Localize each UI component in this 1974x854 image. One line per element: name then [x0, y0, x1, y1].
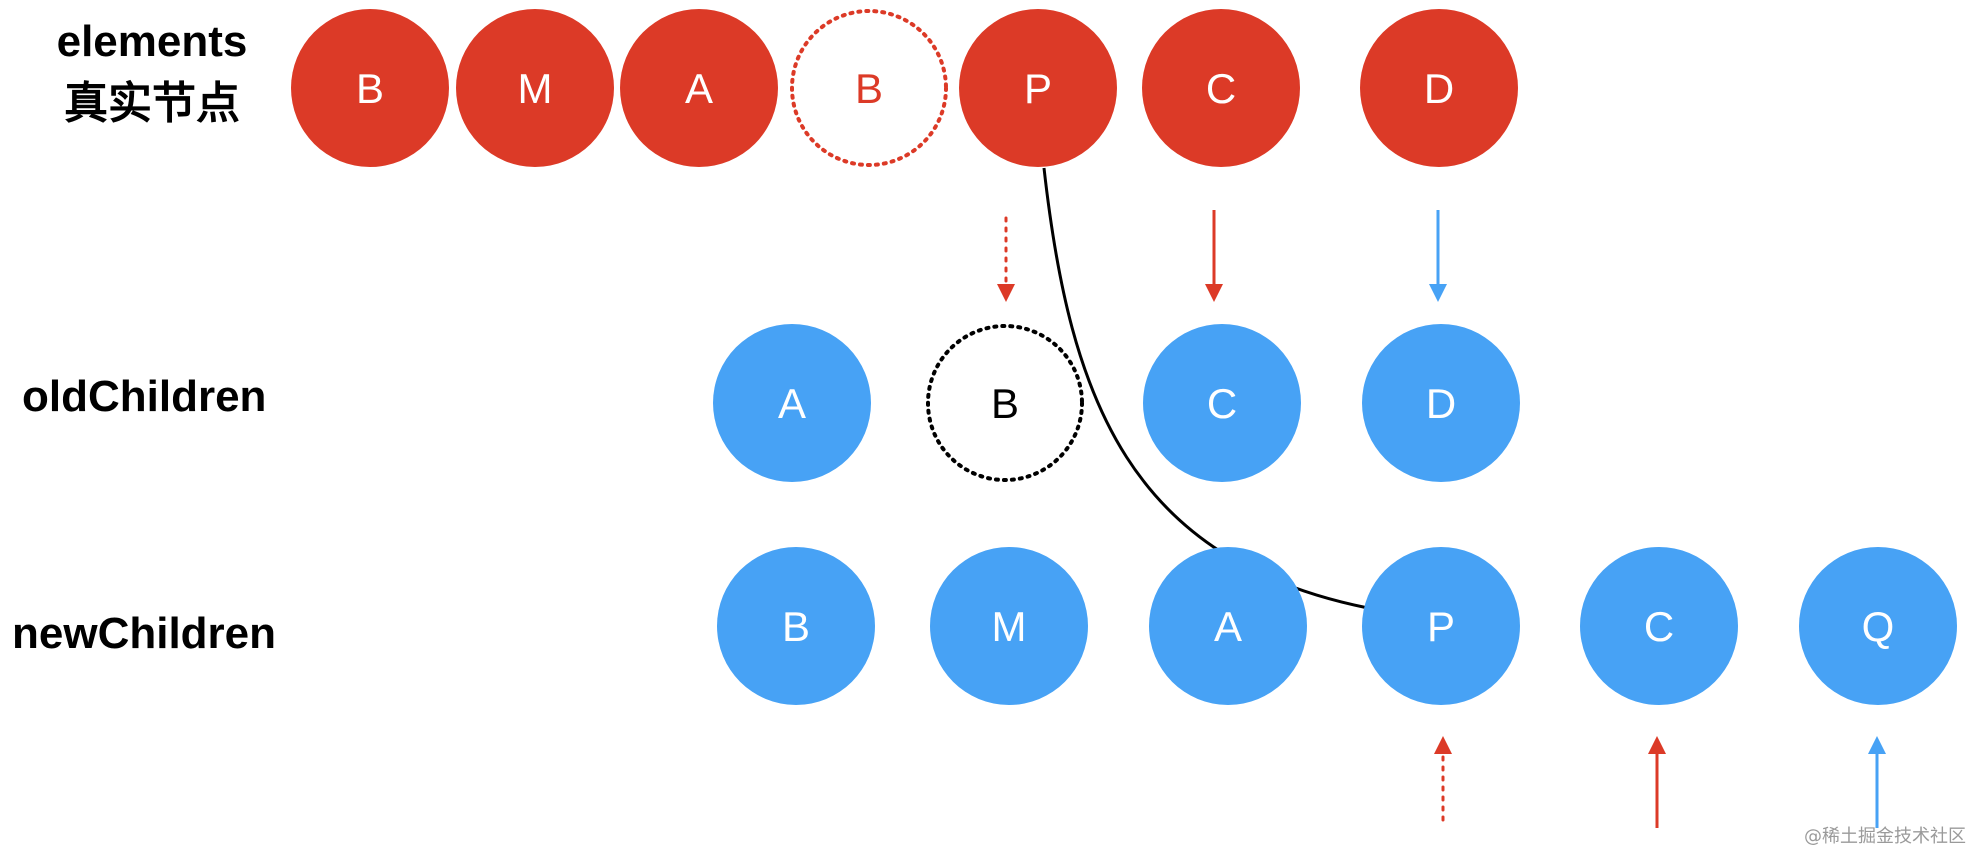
node-elements-d-7: D [1360, 9, 1518, 167]
label-new-children: newChildren [12, 609, 276, 658]
row-old-children: A B C D [713, 324, 1520, 482]
node-circle [291, 9, 449, 167]
node-elements-a-3: A [620, 9, 778, 167]
node-old-children-c-3: C [1143, 324, 1301, 482]
node-label: C [1207, 380, 1237, 427]
label-elements-real-nodes: 真实节点 [64, 78, 240, 129]
node-outline-dotted [926, 324, 1084, 482]
node-new-children-q-6: Q [1799, 547, 1957, 705]
arrow-head [1648, 736, 1666, 754]
arrow-head [1868, 736, 1886, 754]
node-circle [1580, 547, 1738, 705]
node-label: C [1206, 65, 1236, 112]
node-new-children-c-5: C [1580, 547, 1738, 705]
watermark: @稀土掘金技术社区 [1804, 826, 1966, 847]
arrows [997, 210, 1886, 828]
node-label: M [518, 65, 553, 112]
node-elements-p-5: P [959, 9, 1117, 167]
node-label: D [1424, 65, 1454, 112]
node-elements-b-4: B [790, 9, 948, 167]
arrow-head [1429, 284, 1447, 302]
node-new-children-m-2: M [930, 547, 1088, 705]
node-circle [959, 9, 1117, 167]
node-circle [1799, 547, 1957, 705]
node-circle [1362, 547, 1520, 705]
node-circle [930, 547, 1088, 705]
node-circle [1149, 547, 1307, 705]
arrow-head [1434, 736, 1452, 754]
node-label: P [1024, 65, 1052, 112]
node-label: A [1214, 603, 1242, 650]
node-circle [1142, 9, 1300, 167]
node-circle [717, 547, 875, 705]
node-outline-dotted [790, 9, 948, 167]
node-old-children-a-1: A [713, 324, 871, 482]
node-circle [713, 324, 871, 482]
node-elements-m-2: M [456, 9, 614, 167]
node-label: B [855, 65, 883, 112]
node-label: P [1427, 603, 1455, 650]
arrow-elements-b-to-old-b [997, 216, 1015, 302]
node-label: C [1644, 603, 1674, 650]
node-label: Q [1862, 603, 1895, 650]
node-label: B [991, 380, 1019, 427]
node-label: D [1426, 380, 1456, 427]
arrow-up-to-new-p [1434, 736, 1452, 822]
node-label: A [685, 65, 713, 112]
node-circle [620, 9, 778, 167]
node-new-children-p-4: P [1362, 547, 1520, 705]
arrow-head [1205, 284, 1223, 302]
node-elements-b-1: B [291, 9, 449, 167]
arrow-up-to-new-q [1868, 736, 1886, 828]
arrow-elements-c-to-old-c [1205, 210, 1223, 302]
node-label: B [356, 65, 384, 112]
node-circle [1362, 324, 1520, 482]
node-label: A [778, 380, 806, 427]
node-elements-c-6: C [1142, 9, 1300, 167]
node-label: B [782, 603, 810, 650]
node-new-children-b-1: B [717, 547, 875, 705]
arrow-head [997, 284, 1015, 302]
label-old-children: oldChildren [22, 372, 266, 421]
node-old-children-d-4: D [1362, 324, 1520, 482]
node-circle [1143, 324, 1301, 482]
label-elements: elements [57, 17, 248, 66]
node-old-children-b-2: B [926, 324, 1084, 482]
node-new-children-a-3: A [1149, 547, 1307, 705]
node-circle [456, 9, 614, 167]
arrow-up-to-new-c [1648, 736, 1666, 828]
node-circle [1360, 9, 1518, 167]
node-label: M [992, 603, 1027, 650]
arrow-elements-d-to-old-d [1429, 210, 1447, 302]
